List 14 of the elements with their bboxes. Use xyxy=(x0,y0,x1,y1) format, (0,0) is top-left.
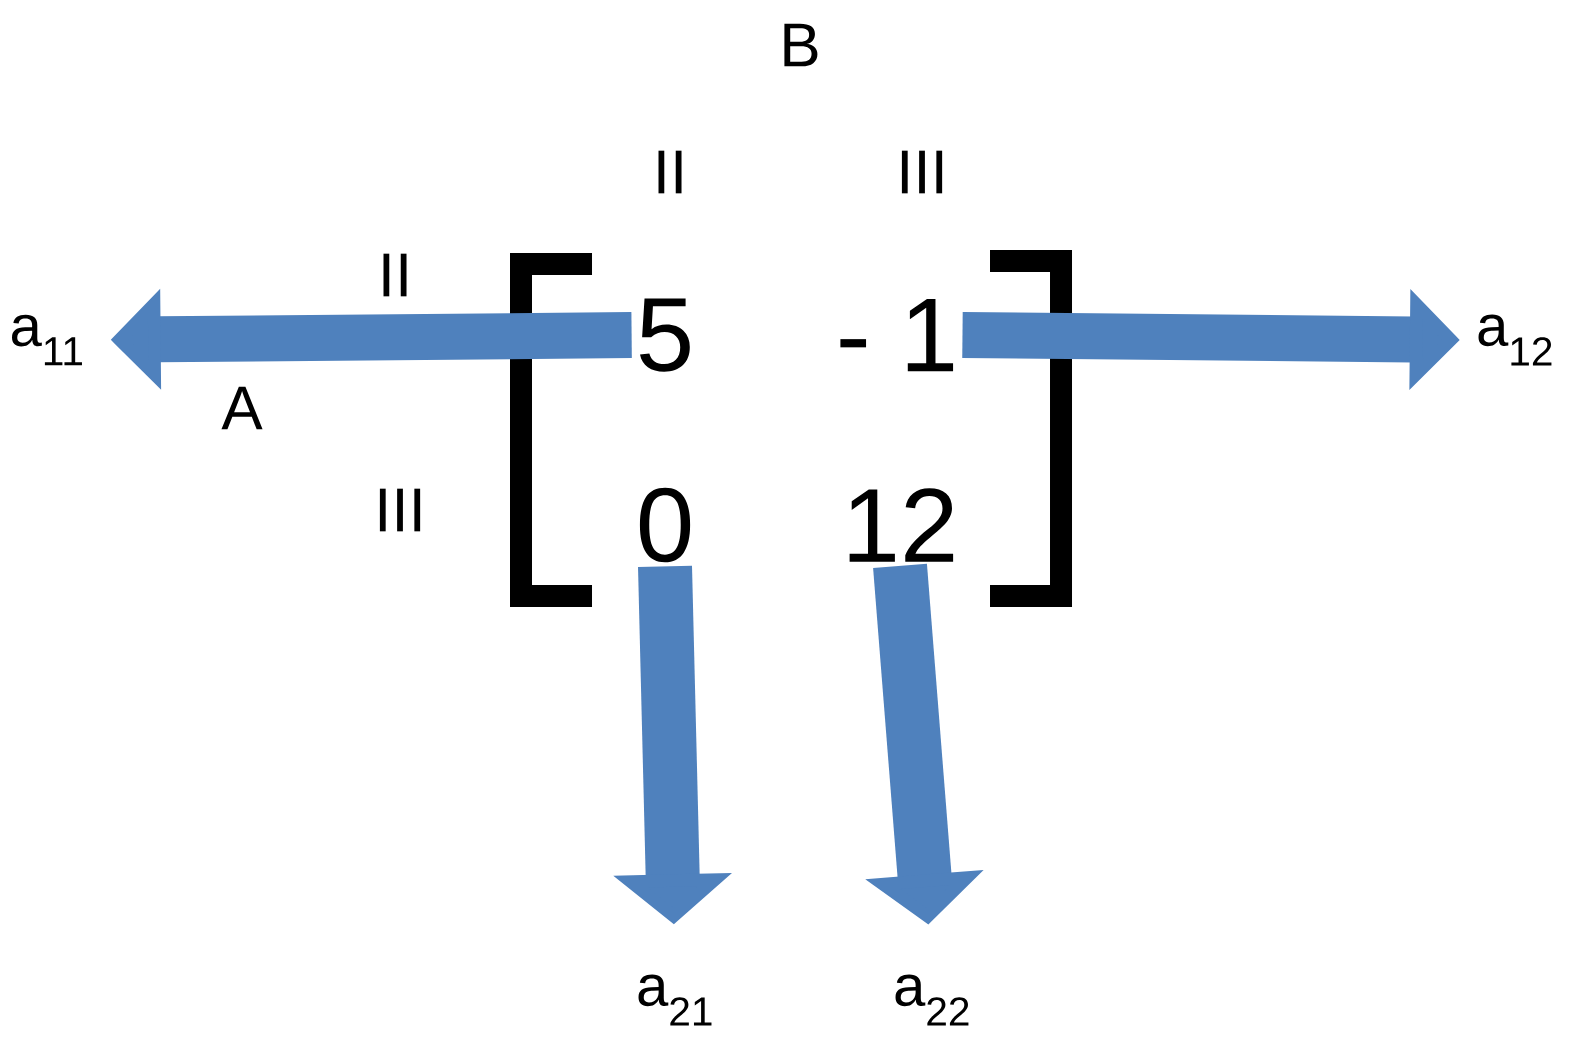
matrix-entry: - 1 xyxy=(840,298,954,372)
axis-label: A xyxy=(221,386,263,430)
element-label: a$_{22}$ xyxy=(895,974,969,1026)
element-label: a$_{12}$ xyxy=(1478,314,1552,366)
axis-label: III xyxy=(379,488,421,532)
element-label: a$_{21}$ xyxy=(638,974,712,1026)
axis-label: III xyxy=(901,150,943,194)
matrix-entry: 12 xyxy=(849,488,954,562)
axis-label: II xyxy=(383,253,407,297)
matrix-entry: 5 xyxy=(640,298,690,372)
axis-label: B xyxy=(784,23,818,67)
axis-label: II xyxy=(658,150,682,194)
matrix-entry: 0 xyxy=(639,487,691,563)
element-label: a$_{11}$ xyxy=(12,314,82,366)
